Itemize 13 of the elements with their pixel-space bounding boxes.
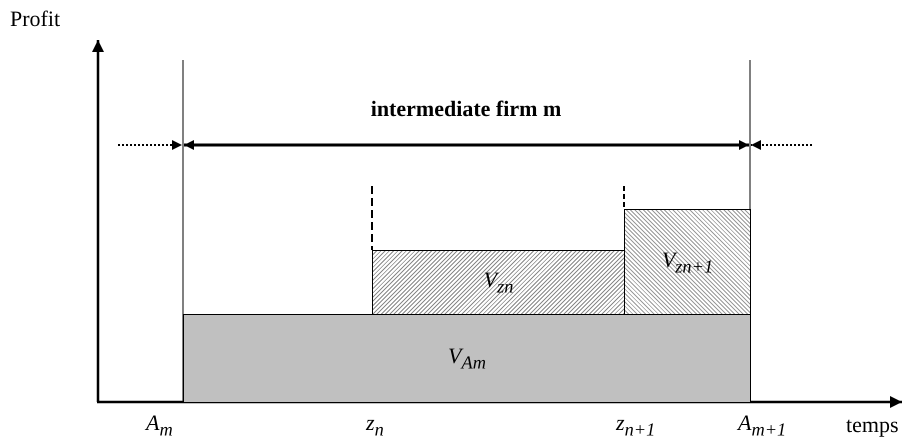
axis-label: Profit	[10, 6, 60, 32]
bracket-label: intermediate firm m	[370, 96, 562, 122]
area-label: V$_{zn}$	[484, 267, 514, 298]
tick-label: z$_{n}$	[366, 410, 384, 439]
hatched-area	[372, 250, 625, 315]
area-label: V$_{Am}$	[448, 343, 486, 374]
tick-label: z$_{n+1}$	[616, 410, 656, 439]
tick-label: A$_{m}$	[146, 410, 173, 439]
tick-label: A$_{m+1}$	[738, 410, 786, 439]
hatched-area	[624, 209, 751, 315]
area-label: V$_{zn+1}$	[662, 246, 714, 278]
axis-label: temps	[846, 412, 899, 438]
shaded-area	[183, 314, 751, 403]
